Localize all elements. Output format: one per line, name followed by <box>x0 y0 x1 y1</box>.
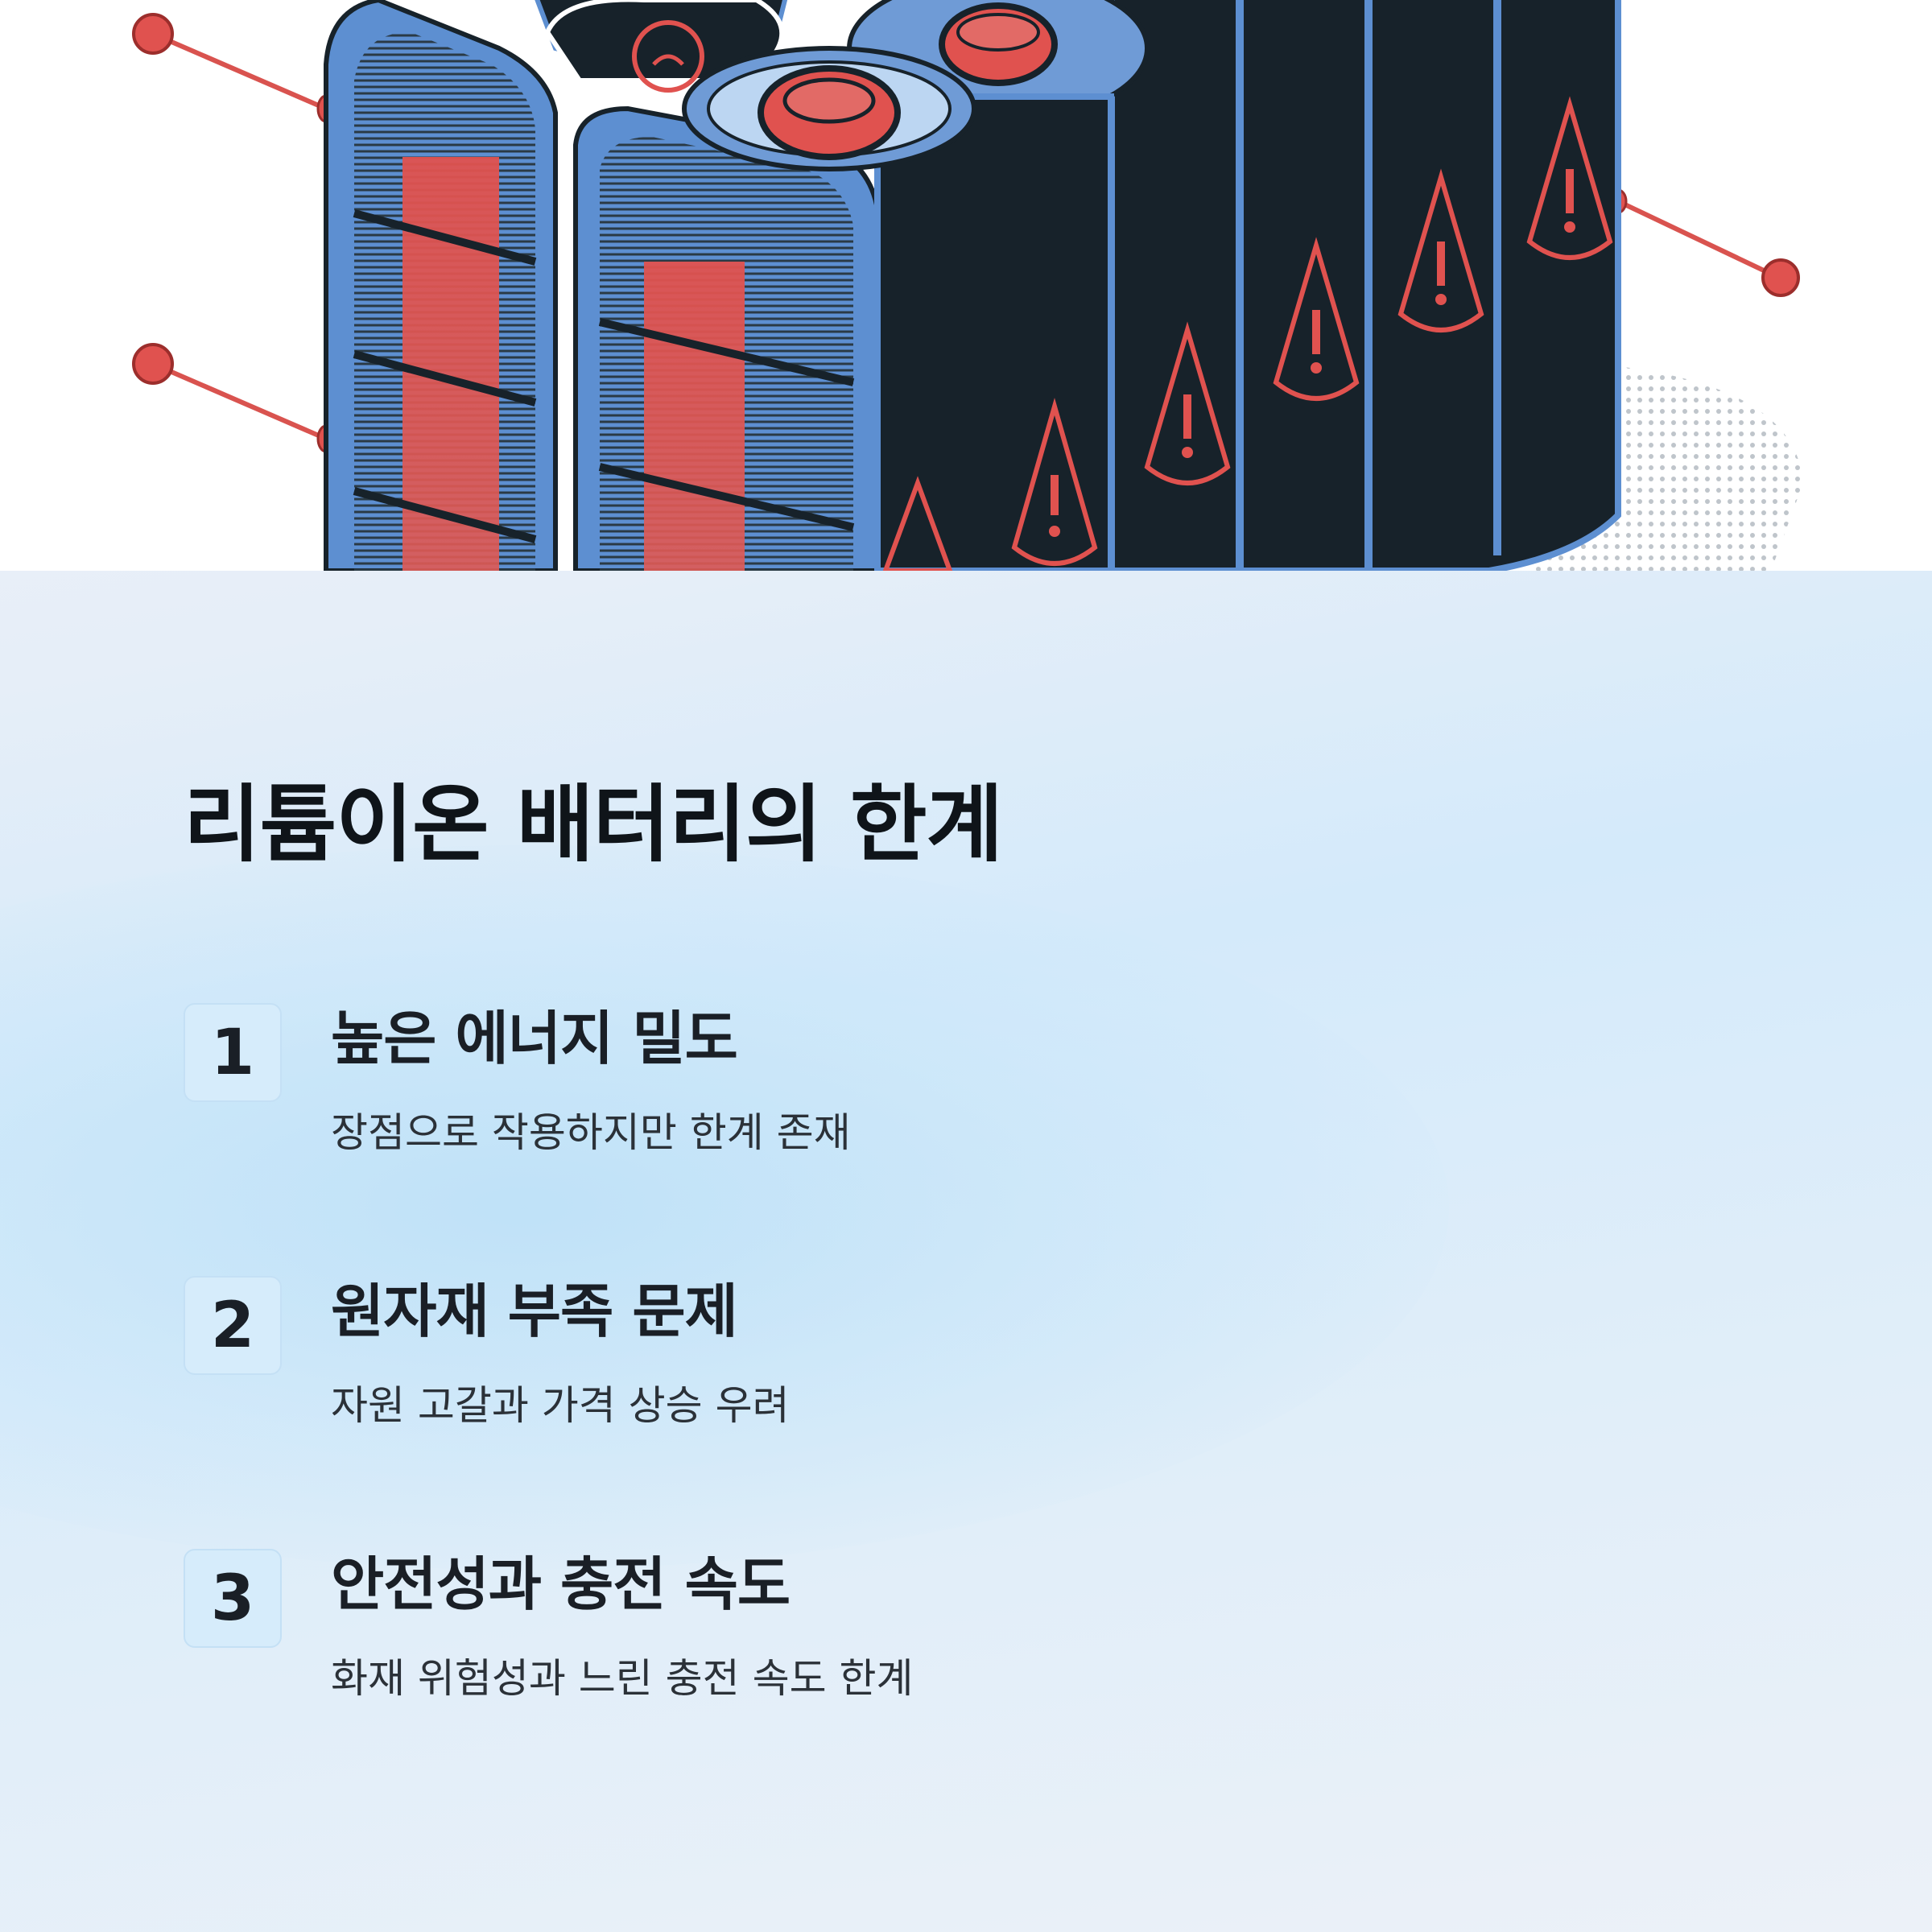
cell-front-middle <box>573 105 880 571</box>
cell-front-right <box>682 46 1114 571</box>
item-number-badge: 1 <box>184 1003 282 1102</box>
item-number-badge: 3 <box>184 1549 282 1648</box>
warning-icons <box>882 96 1613 571</box>
item-number-badge: 2 <box>184 1276 282 1375</box>
background-glow <box>0 845 1449 1570</box>
list-item: 2 원자재 부족 문제 자원 고갈과 가격 상승 우려 <box>184 1276 1633 1437</box>
hero-illustration <box>0 0 1932 571</box>
item-title: 높은 에너지 밀도 <box>331 1005 738 1072</box>
item-description: 자원 고갈과 가격 상승 우려 <box>331 1382 790 1429</box>
item-description: 장점으로 작용하지만 한계 존재 <box>331 1109 851 1156</box>
item-description: 화재 위험성과 느린 충전 속도 한계 <box>331 1655 914 1702</box>
cell-front-left <box>324 0 558 571</box>
warning-marks <box>1049 169 1575 537</box>
list-item: 1 높은 에너지 밀도 장점으로 작용하지만 한계 존재 <box>184 1003 1633 1164</box>
list-item: 3 안전성과 충전 속도 화재 위험성과 느린 충전 속도 한계 <box>184 1549 1633 1710</box>
item-title: 원자재 부족 문제 <box>331 1278 738 1345</box>
slide-title: 리튬이온 배터리의 한계 <box>184 775 1003 873</box>
battery-pack-illustration <box>132 0 1803 571</box>
item-title: 안전성과 충전 속도 <box>331 1550 791 1618</box>
